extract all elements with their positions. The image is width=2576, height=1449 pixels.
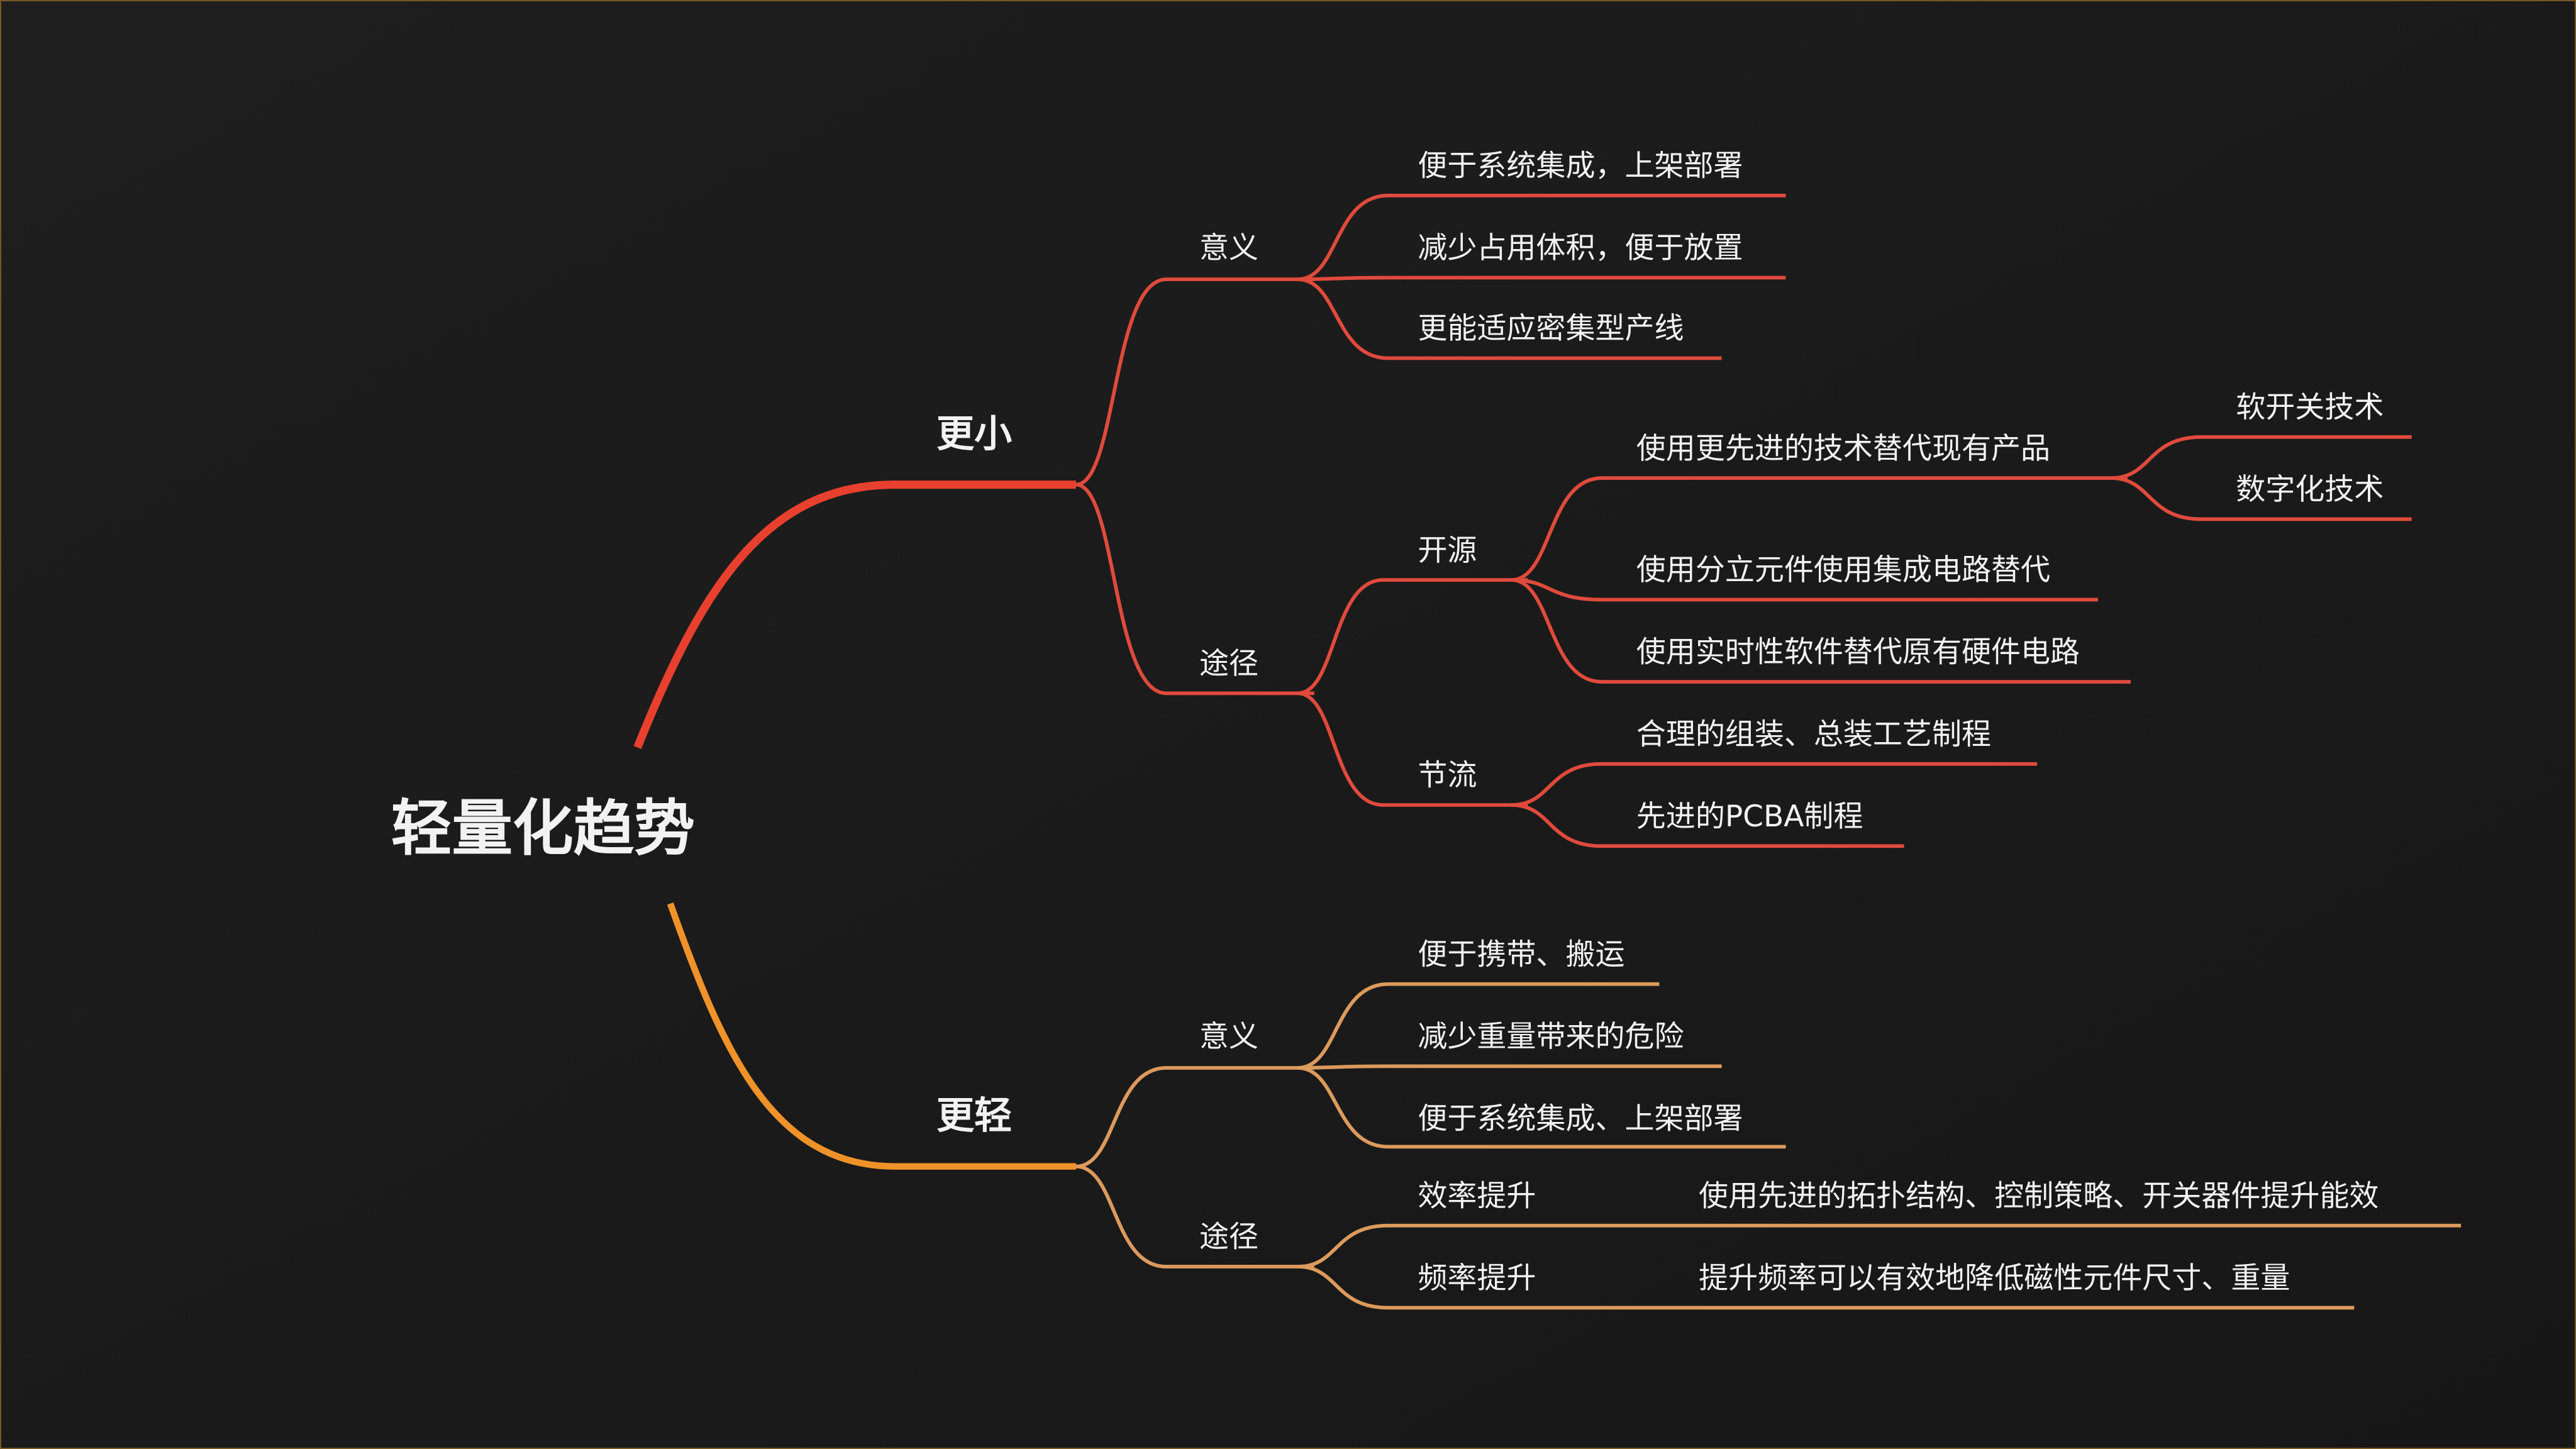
edge xyxy=(1297,578,1528,696)
node-item: 合理的组装、总装工艺制程 xyxy=(1636,717,1991,752)
node-item: 减少占用体积，便于放置 xyxy=(1418,231,1743,265)
root-node: 轻量化趋势 xyxy=(391,793,695,864)
edge xyxy=(1297,1265,2355,1310)
node-item: 便于携带、搬运 xyxy=(1418,937,1624,972)
node-lighter: 更轻 xyxy=(936,1094,1012,1138)
edge xyxy=(1297,691,1528,807)
node-smaller-path: 途径 xyxy=(1199,647,1258,681)
node-item: 使用先进的拓扑结构、控制策略、开关器件提升能效 xyxy=(1699,1179,2379,1213)
edge xyxy=(1297,982,1660,1070)
edge xyxy=(2111,435,2412,480)
root-edge-smaller xyxy=(633,480,1077,749)
node-item: 效率提升 xyxy=(1418,1179,1536,1213)
node-item: 软开关技术 xyxy=(2236,391,2384,425)
edge xyxy=(1075,1164,1314,1269)
node-item: 使用分立元件使用集成电路替代 xyxy=(1636,553,2050,587)
node-reduce-cost: 节流 xyxy=(1418,758,1477,793)
node-item: 提升频率可以有效地降低磁性元件尺寸、重量 xyxy=(1699,1261,2290,1296)
edge xyxy=(1297,1223,2462,1269)
node-open-source: 开源 xyxy=(1418,533,1477,568)
node-item: 便于系统集成、上架部署 xyxy=(1418,1102,1743,1136)
edge xyxy=(1511,476,2128,582)
edge xyxy=(1075,277,1314,487)
edge xyxy=(1075,482,1314,696)
node-item: 更能适应密集型产线 xyxy=(1418,311,1684,346)
node-lighter-path: 途径 xyxy=(1199,1220,1258,1255)
node-item: 使用实时性软件替代原有硬件电路 xyxy=(1636,635,2080,670)
edge xyxy=(1297,275,1786,281)
edge xyxy=(1511,578,2098,602)
node-item: 频率提升 xyxy=(1418,1261,1536,1296)
node-item: 便于系统集成，上架部署 xyxy=(1418,149,1743,184)
edge xyxy=(1297,277,1722,360)
edge xyxy=(1511,578,2131,684)
edge xyxy=(1075,1066,1314,1169)
node-item: 先进的PCBA制程 xyxy=(1636,799,1863,834)
node-lighter-meaning: 意义 xyxy=(1199,1019,1258,1054)
edge xyxy=(1297,193,1786,281)
node-smaller-meaning: 意义 xyxy=(1199,231,1258,265)
edge xyxy=(1297,1066,1786,1149)
edge xyxy=(2111,476,2412,521)
root-edge-lighter xyxy=(667,902,1077,1170)
edge xyxy=(1511,803,1904,848)
node-item: 使用更先进的技术替代现有产品 xyxy=(1636,431,2050,466)
node-item: 减少重量带来的危险 xyxy=(1418,1019,1684,1054)
edge xyxy=(1297,1064,1722,1070)
node-smaller: 更小 xyxy=(936,413,1012,457)
edge xyxy=(1511,762,2038,807)
node-item: 数字化技术 xyxy=(2236,472,2384,507)
